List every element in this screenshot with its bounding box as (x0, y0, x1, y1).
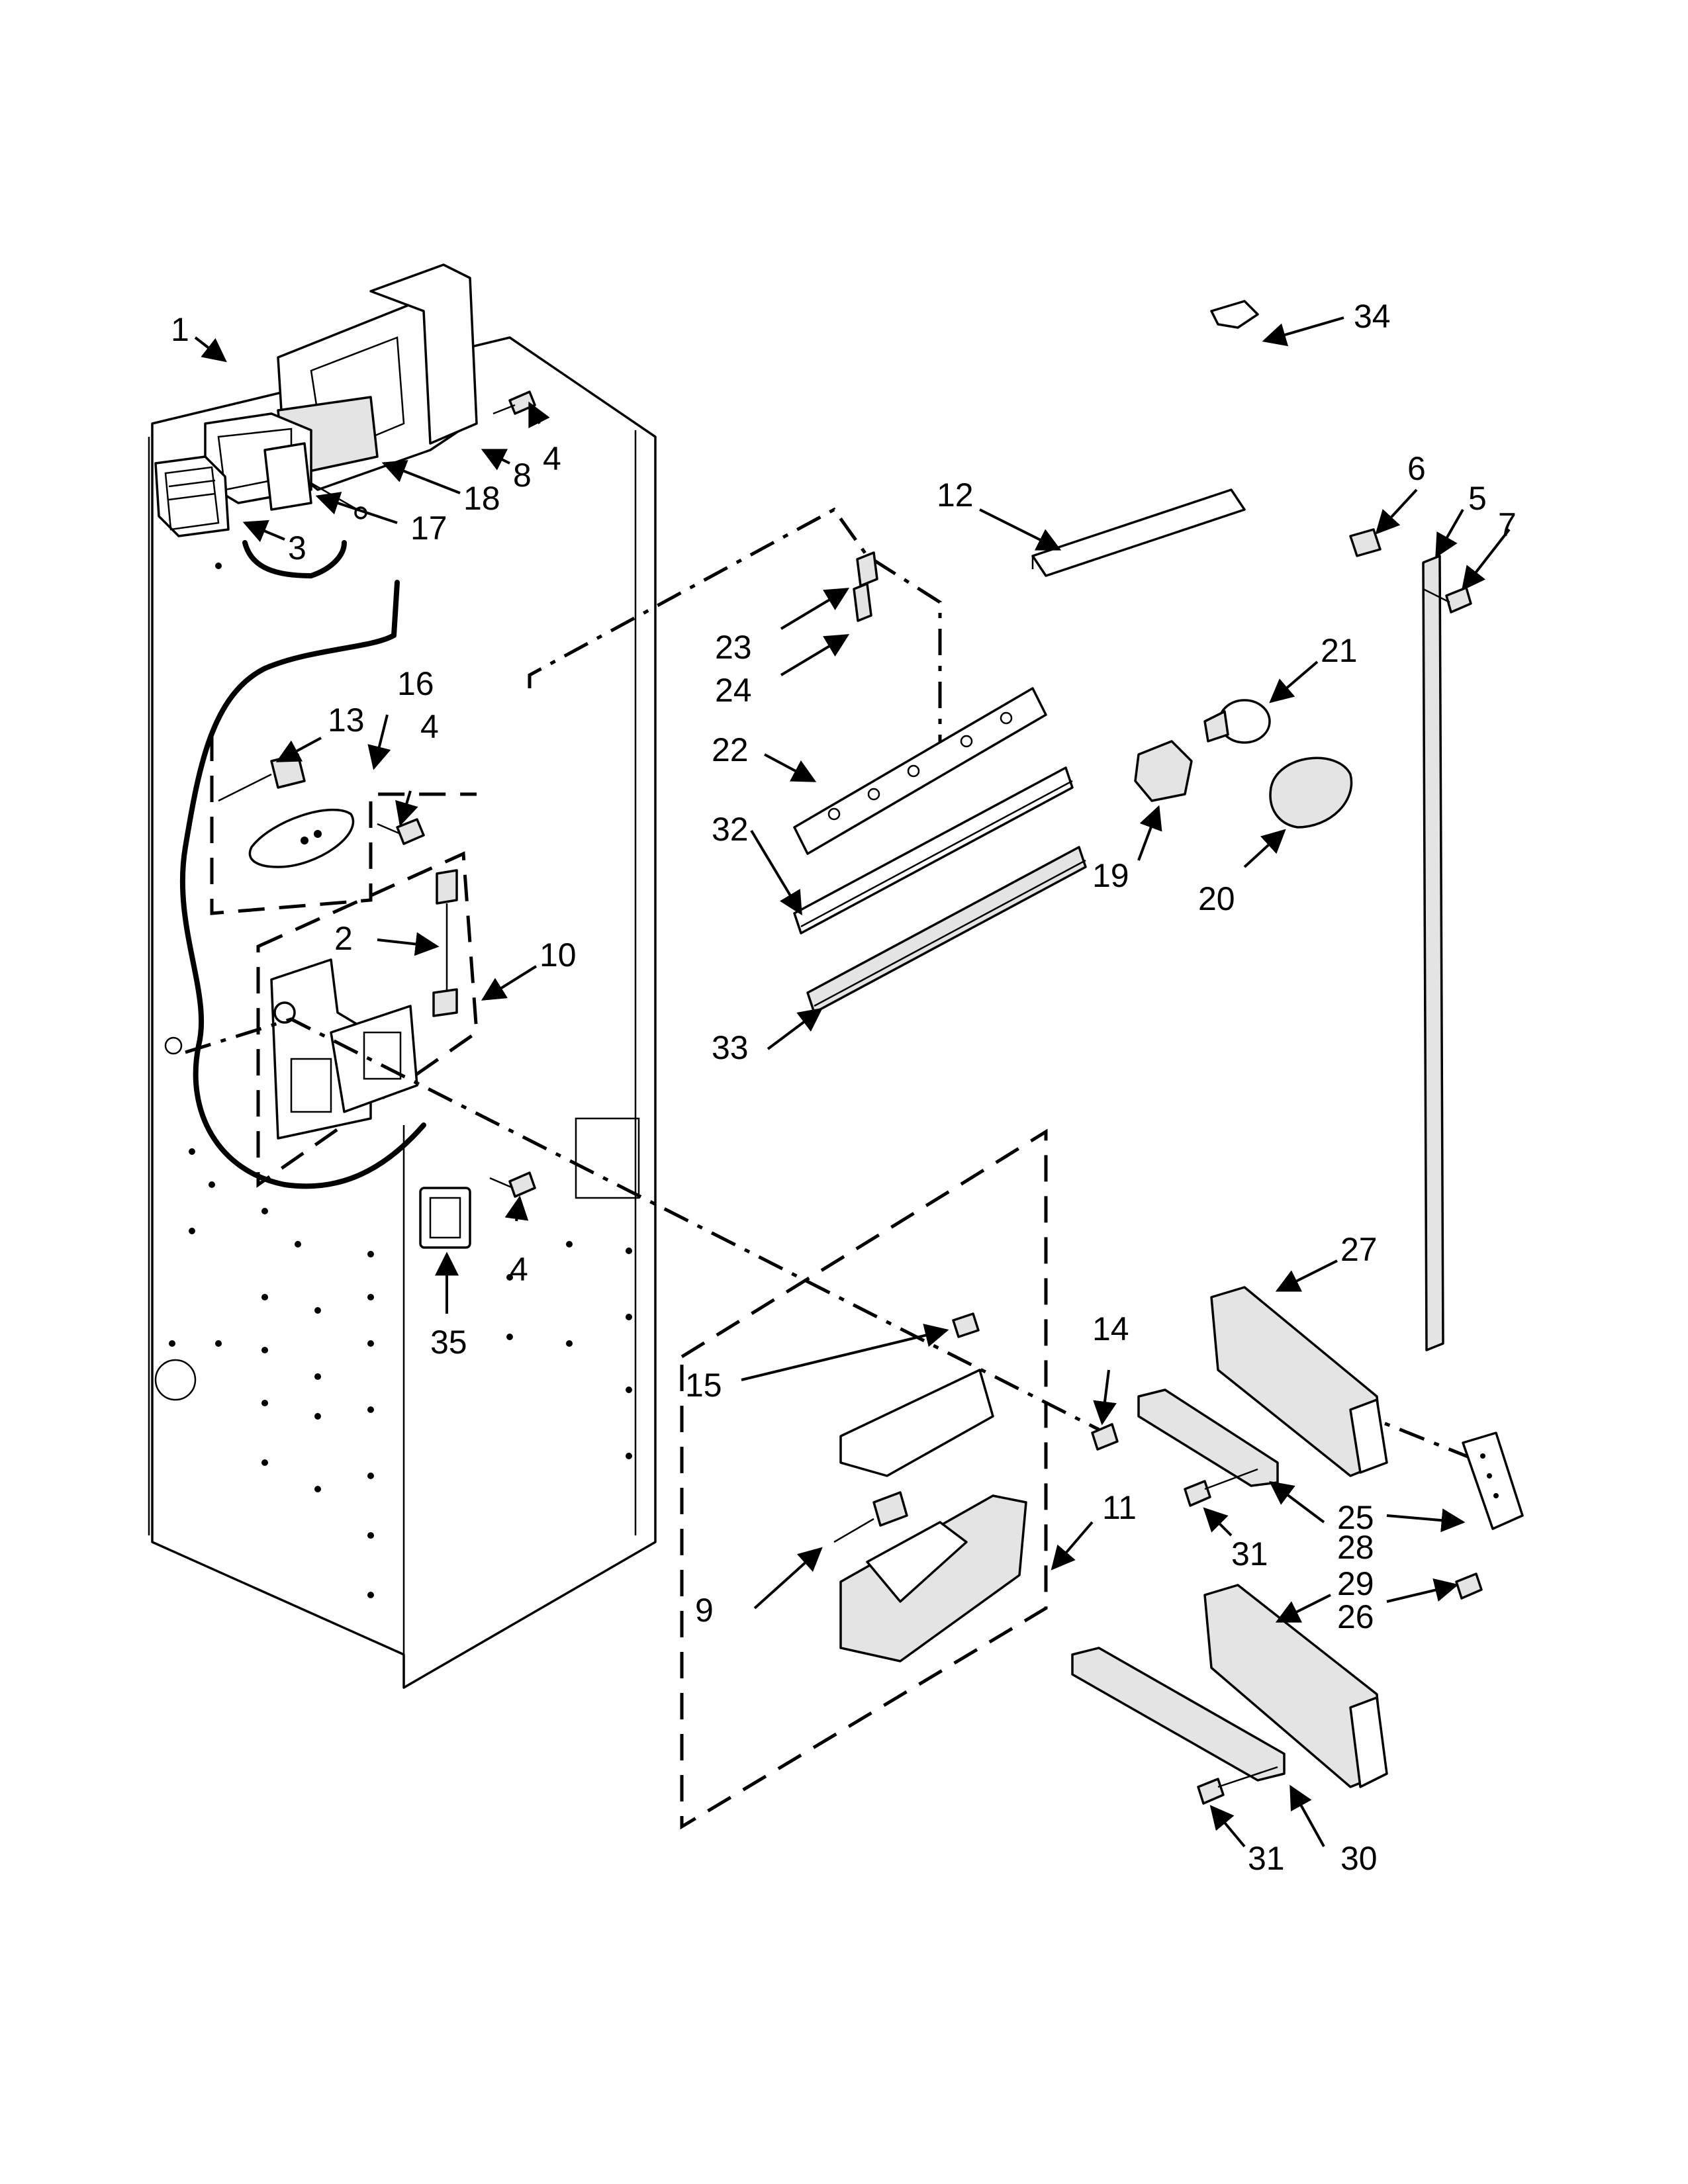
callout-34: 34 (1354, 298, 1391, 335)
callout-23: 23 (715, 629, 752, 666)
drawer-front-29 (1203, 1584, 1388, 1788)
liner-holes (169, 563, 632, 1598)
screw-15 (952, 1312, 980, 1338)
screw-4-lower (489, 1171, 536, 1198)
group-boundary-16 (210, 735, 477, 915)
callout-25: 25 (1337, 1499, 1374, 1536)
drawer-slide-28 (1137, 1388, 1279, 1487)
callout-30: 30 (1340, 1840, 1378, 1877)
callout-15: 15 (685, 1367, 722, 1404)
light-socket-19 (1134, 740, 1193, 802)
callout-2: 2 (334, 920, 353, 957)
rail-32 (793, 766, 1074, 934)
vertical-rail-5 (1422, 555, 1444, 1351)
callout-4-top: 4 (543, 440, 561, 477)
light-switch (432, 869, 458, 1017)
ice-bin-housing (839, 1494, 1027, 1662)
callout-31-lower: 31 (1248, 1840, 1285, 1877)
callout-22: 22 (712, 731, 749, 768)
callout-4-middle: 4 (420, 708, 439, 745)
wire-harness (179, 580, 426, 1189)
screw-7 (1423, 586, 1472, 614)
callout-20: 20 (1198, 880, 1235, 917)
callout-17: 17 (410, 510, 447, 547)
group-boundary-11 (680, 1128, 1048, 1830)
wire-connector-9 (833, 1491, 908, 1543)
callout-4-lower: 4 (510, 1251, 528, 1288)
callout-35: 35 (430, 1324, 467, 1361)
callout-9: 9 (695, 1592, 714, 1629)
shelf-trim-12 (1031, 488, 1246, 577)
callout-7: 7 (1498, 506, 1517, 543)
callout-33: 33 (712, 1029, 749, 1066)
callout-6: 6 (1407, 450, 1426, 487)
control-housing (270, 958, 418, 1140)
callout-24: 24 (715, 672, 752, 709)
alignment-line-main (185, 1017, 1100, 1432)
leader-lines (194, 316, 1511, 1848)
callout-32: 32 (712, 811, 749, 848)
alignment-line-top (528, 507, 942, 754)
callout-21: 21 (1321, 632, 1358, 669)
callout-5: 5 (1468, 480, 1487, 517)
thermostat-sensor (218, 753, 355, 868)
grommet-35 (419, 1187, 471, 1249)
light-bulb-21 (1203, 699, 1271, 744)
screw-31-lower (1197, 1766, 1278, 1805)
callout-29: 29 (1337, 1565, 1374, 1602)
drawer-slide-30 (1071, 1647, 1286, 1782)
group-boundary-10 (256, 851, 479, 1188)
drawer-front-27 (1210, 1286, 1388, 1477)
bracket-22 (793, 687, 1047, 855)
callout-1: 1 (171, 311, 189, 348)
callout-16: 16 (397, 665, 434, 702)
callout-18: 18 (463, 480, 500, 517)
screw-14 (1091, 1423, 1119, 1451)
callout-3: 3 (288, 529, 306, 567)
clip-23 (856, 551, 878, 587)
handle-cover-25 (1462, 1432, 1524, 1530)
callout-19: 19 (1092, 857, 1129, 894)
callout-31-upper: 31 (1231, 1535, 1268, 1572)
air-diffuser (154, 455, 230, 537)
callout-27: 27 (1340, 1231, 1378, 1268)
callout-11: 11 (1102, 1489, 1137, 1526)
screw-31-upper (1184, 1468, 1258, 1507)
callout-labels: 1 2 3 4 4 4 5 6 7 8 9 10 11 12 13 14 15 … (171, 298, 1517, 1877)
screw-26 (1455, 1572, 1483, 1600)
rail-33 (806, 846, 1087, 1014)
bracket-15 (839, 1369, 994, 1477)
callout-26: 26 (1337, 1598, 1374, 1635)
callout-12: 12 (937, 477, 974, 514)
callout-28: 28 (1337, 1529, 1374, 1566)
clip-34 (1210, 300, 1259, 329)
screw-24 (853, 582, 872, 622)
light-shield-20 (1269, 756, 1353, 829)
clip-6 (1349, 528, 1382, 557)
callout-8: 8 (513, 457, 532, 494)
callout-14: 14 (1092, 1310, 1129, 1347)
callout-13: 13 (328, 702, 365, 739)
wire-short (242, 540, 347, 578)
callout-10: 10 (539, 936, 577, 974)
